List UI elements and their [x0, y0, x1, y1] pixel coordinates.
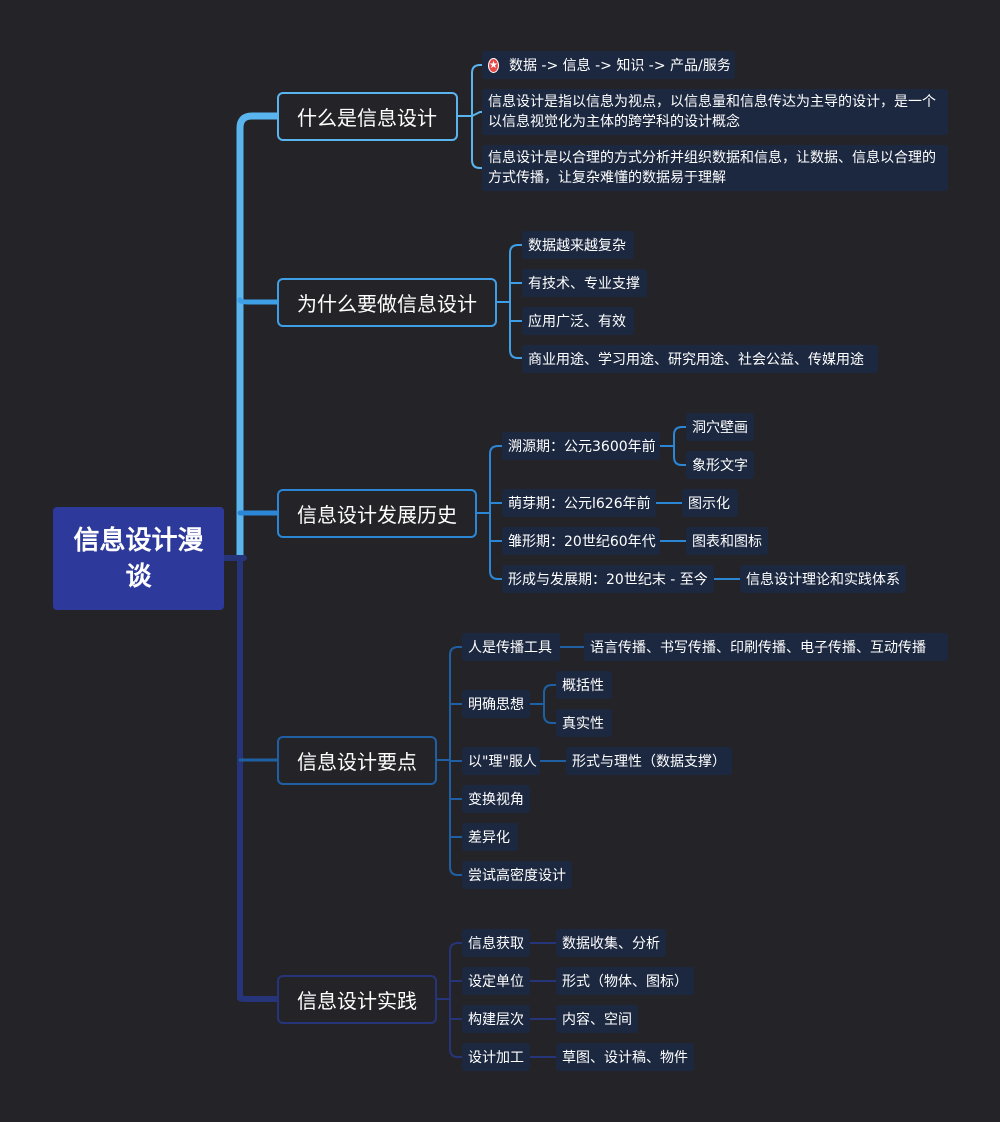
branch-key-points[interactable]: 信息设计要点: [277, 736, 437, 785]
leaf-high-density[interactable]: 尝试高密度设计: [462, 861, 572, 889]
leaf-definition-1[interactable]: 信息设计是指以信息为视点，以信息量和信息传达为主导的设计，是一个以信息视觉化为主…: [482, 89, 948, 135]
leaf-set-units[interactable]: 设定单位: [462, 967, 530, 995]
leaf-build-hierarchy[interactable]: 构建层次: [462, 1005, 530, 1033]
leaf-why-complex-data[interactable]: 数据越来越复杂: [522, 231, 634, 259]
root-node[interactable]: 信息设计漫谈: [53, 507, 224, 610]
leaf-diagramming[interactable]: 图示化: [682, 489, 738, 517]
branch-history[interactable]: 信息设计发展历史: [277, 489, 477, 538]
leaf-data-chain-label: 数据 -> 信息 -> 知识 -> 产品/服务: [508, 58, 731, 74]
leaf-why-wide-use[interactable]: 应用广泛、有效: [522, 307, 634, 335]
branch-points-connectors: [437, 646, 584, 876]
leaf-cave-painting[interactable]: 洞穴壁画: [686, 413, 754, 441]
leaf-communication-types[interactable]: 语言传播、书写传播、印刷传播、电子传播、互动传播: [584, 633, 948, 661]
leaf-definition-2[interactable]: 信息设计是以合理的方式分析并组织数据和信息，让数据、信息以合理的方式传播，让复杂…: [482, 145, 948, 191]
branch-practice-connectors: [437, 942, 556, 1058]
branch-why-info-design[interactable]: 为什么要做信息设计: [277, 278, 497, 327]
branch-what-is-info-design[interactable]: 什么是信息设计: [277, 92, 458, 141]
leaf-theory-practice-system[interactable]: 信息设计理论和实践体系: [740, 565, 906, 593]
leaf-history-origin[interactable]: 溯源期：公元3600年前: [502, 432, 660, 460]
leaf-form-objects-icons[interactable]: 形式（物体、图标）: [556, 967, 694, 995]
leaf-form-and-rationality[interactable]: 形式与理性（数据支撑）: [566, 747, 732, 775]
leaf-pictograph[interactable]: 象形文字: [686, 451, 754, 479]
leaf-charts-icons[interactable]: 图表和图标: [686, 527, 768, 555]
leaf-change-perspective[interactable]: 变换视角: [462, 785, 530, 813]
leaf-design-processing[interactable]: 设计加工: [462, 1043, 530, 1071]
leaf-sketch-draft-object[interactable]: 草图、设计稿、物件: [556, 1043, 694, 1071]
leaf-why-usages[interactable]: 商业用途、学习用途、研究用途、社会公益、传媒用途: [522, 345, 878, 373]
leaf-data-collection[interactable]: 数据收集、分析: [556, 929, 666, 957]
leaf-history-development[interactable]: 形成与发展期：20世纪末 - 至今: [502, 565, 714, 593]
leaf-why-tech-support[interactable]: 有技术、专业支撑: [522, 269, 647, 297]
leaf-history-embryo[interactable]: 雏形期：20世纪60年代: [502, 527, 660, 555]
branch-why-connectors: [497, 244, 522, 359]
leaf-clear-idea[interactable]: 明确思想: [462, 690, 530, 718]
leaf-persuade-by-reason[interactable]: 以"理"服人: [462, 747, 540, 775]
leaf-authenticity[interactable]: 真实性: [556, 709, 612, 737]
leaf-human-medium[interactable]: 人是传播工具: [462, 633, 560, 661]
leaf-generality[interactable]: 概括性: [556, 671, 612, 699]
star-badge-icon: ★: [488, 57, 499, 73]
trunk-connectors: [221, 112, 281, 1002]
leaf-data-chain[interactable]: ★ 数据 -> 信息 -> 知识 -> 产品/服务: [482, 51, 735, 79]
branch-what-connectors: [458, 64, 484, 169]
branch-history-connectors: [477, 426, 740, 580]
branch-practice[interactable]: 信息设计实践: [277, 975, 437, 1024]
leaf-history-sprout[interactable]: 萌芽期：公元l626年前: [502, 489, 656, 517]
leaf-differentiation[interactable]: 差异化: [462, 823, 518, 851]
leaf-content-space[interactable]: 内容、空间: [556, 1005, 638, 1033]
leaf-info-acquisition[interactable]: 信息获取: [462, 929, 530, 957]
